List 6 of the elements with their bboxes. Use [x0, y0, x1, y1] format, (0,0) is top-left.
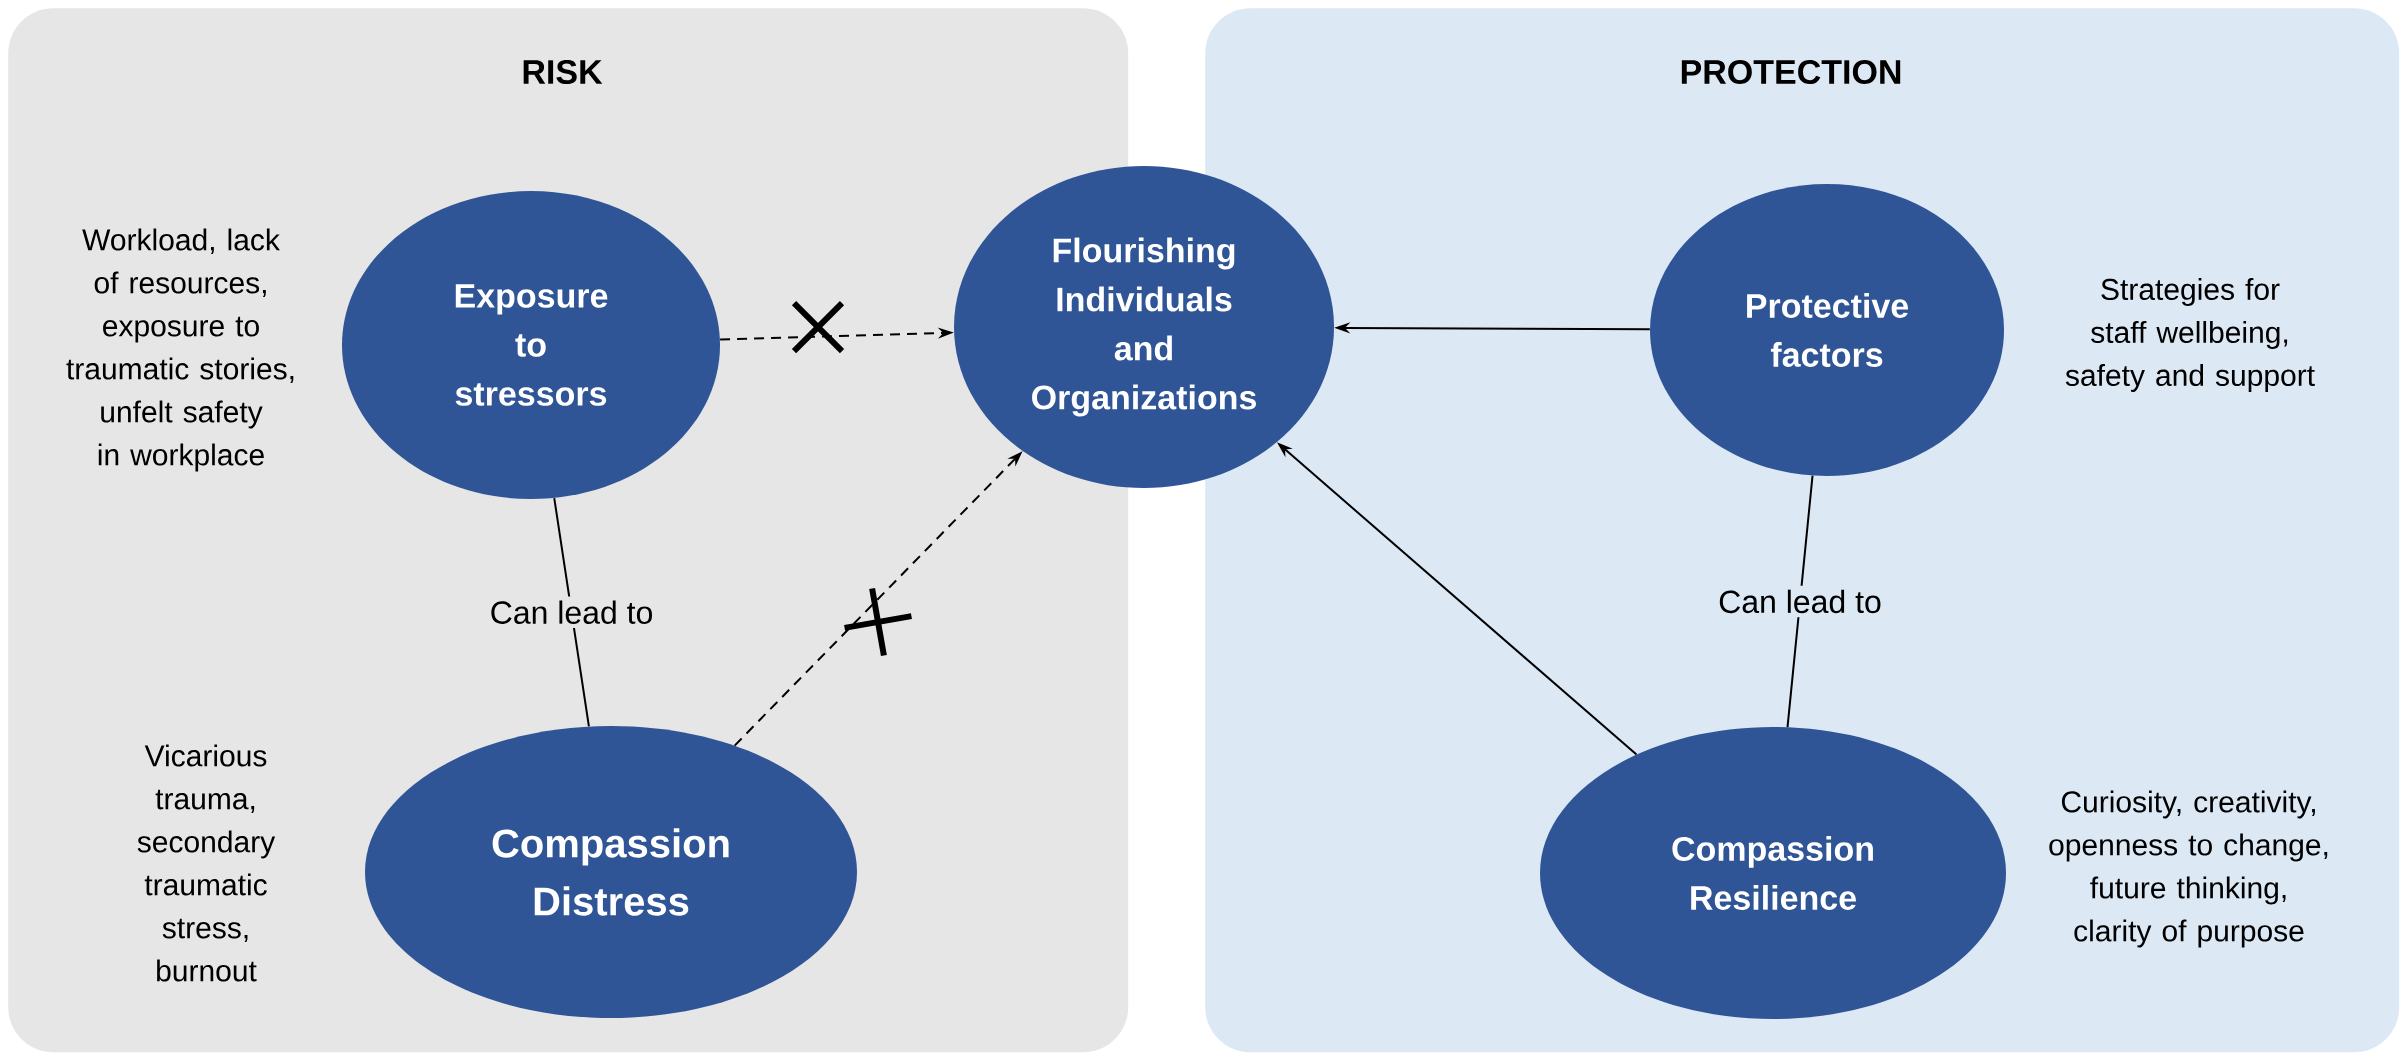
side-note: Strategies for staff wellbeing, safety and support [2065, 278, 2315, 392]
side-note: Vicarious trauma, secondary traumatic stress, burnout [137, 744, 276, 982]
side-note: Workload, lack of resources, exposure to traumatic stories, unfelt safety in workplace [66, 228, 294, 472]
side-note: Curiosity, creativity, openness to change, future thinking, clarity of purpose [2049, 790, 2328, 948]
edge-label: Can lead to [1714, 585, 1886, 618]
edge-label: Can lead to [485, 596, 658, 628]
